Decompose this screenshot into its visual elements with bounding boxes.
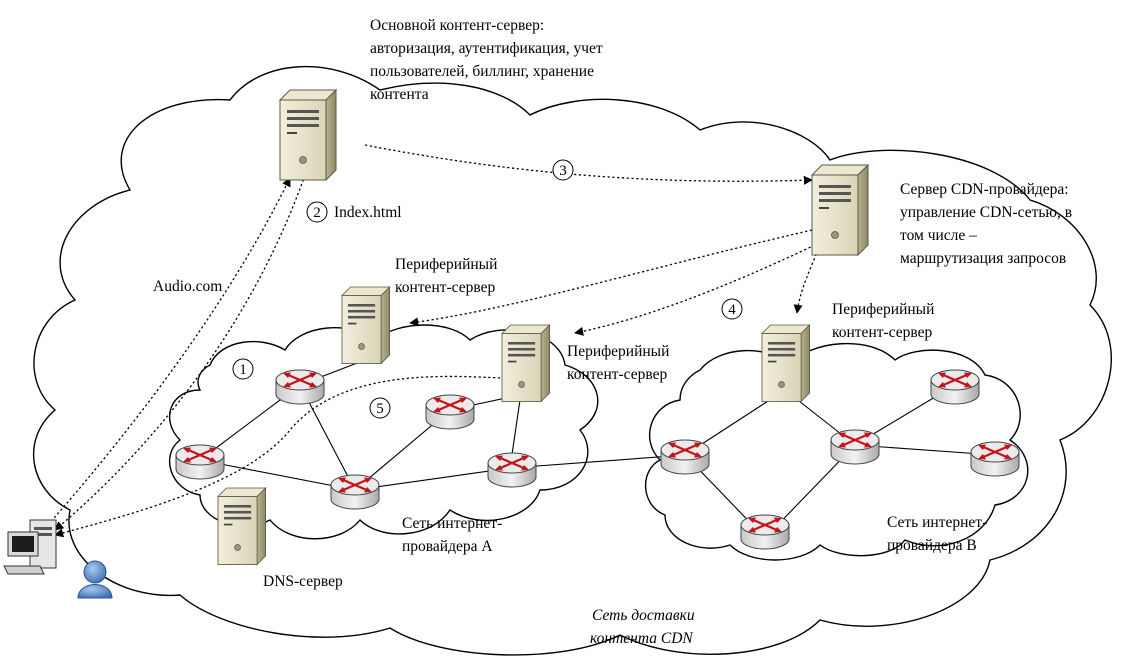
router-b-top <box>929 368 981 406</box>
main-content-server-icon <box>279 89 337 181</box>
router-b-center <box>829 428 881 466</box>
router-a-top <box>274 368 326 406</box>
main-server-label: Основной контент-сервер: авторизация, ау… <box>370 17 607 103</box>
edge-server-1-icon <box>341 286 391 364</box>
request-audio-label: Audio.com <box>153 278 222 295</box>
cdn-provider-server-icon <box>811 164 869 256</box>
edge-server-2-label: Периферийный контент-сервер <box>567 343 673 383</box>
router-a-right <box>486 451 538 489</box>
client-computer-icon <box>3 519 57 575</box>
svg-text:1: 1 <box>239 362 247 378</box>
svg-text:3: 3 <box>559 163 567 179</box>
svg-text:5: 5 <box>376 401 384 417</box>
step-4: 4 <box>721 298 743 320</box>
response-index-label: Index.html <box>334 204 402 221</box>
svg-text:4: 4 <box>728 302 736 318</box>
isp-a-label: Сеть интернет- провайдера A <box>402 515 506 555</box>
dns-server-label: DNS-сервер <box>263 573 343 590</box>
isp-b-label: Сеть интернет- провайдера B <box>887 514 991 554</box>
cdn-server-label: Сервер CDN-провайдера: управление CDN-се… <box>900 181 1076 267</box>
step-5: 5 <box>369 397 391 419</box>
dns-server-icon <box>217 487 267 565</box>
router-a-mid <box>424 393 476 431</box>
edge-server-3-label: Периферийный контент-сервер <box>832 301 938 341</box>
step-3: 3 <box>552 159 574 181</box>
edge-server-2-icon <box>501 324 551 402</box>
router-a-bottom <box>329 473 381 511</box>
step-2: 2 <box>306 201 328 223</box>
svg-text:2: 2 <box>313 205 321 221</box>
router-a-left <box>174 443 226 481</box>
edge-server-1-label: Периферийный контент-сервер <box>395 256 501 296</box>
edge-server-3-icon <box>761 324 811 402</box>
router-b-left <box>659 438 711 476</box>
router-b-bottom <box>739 513 791 551</box>
step-1: 1 <box>232 358 254 380</box>
user-icon <box>77 560 113 599</box>
cdn-network-label: Сеть доставки контента CDN <box>590 607 698 647</box>
router-b-right <box>969 440 1021 478</box>
